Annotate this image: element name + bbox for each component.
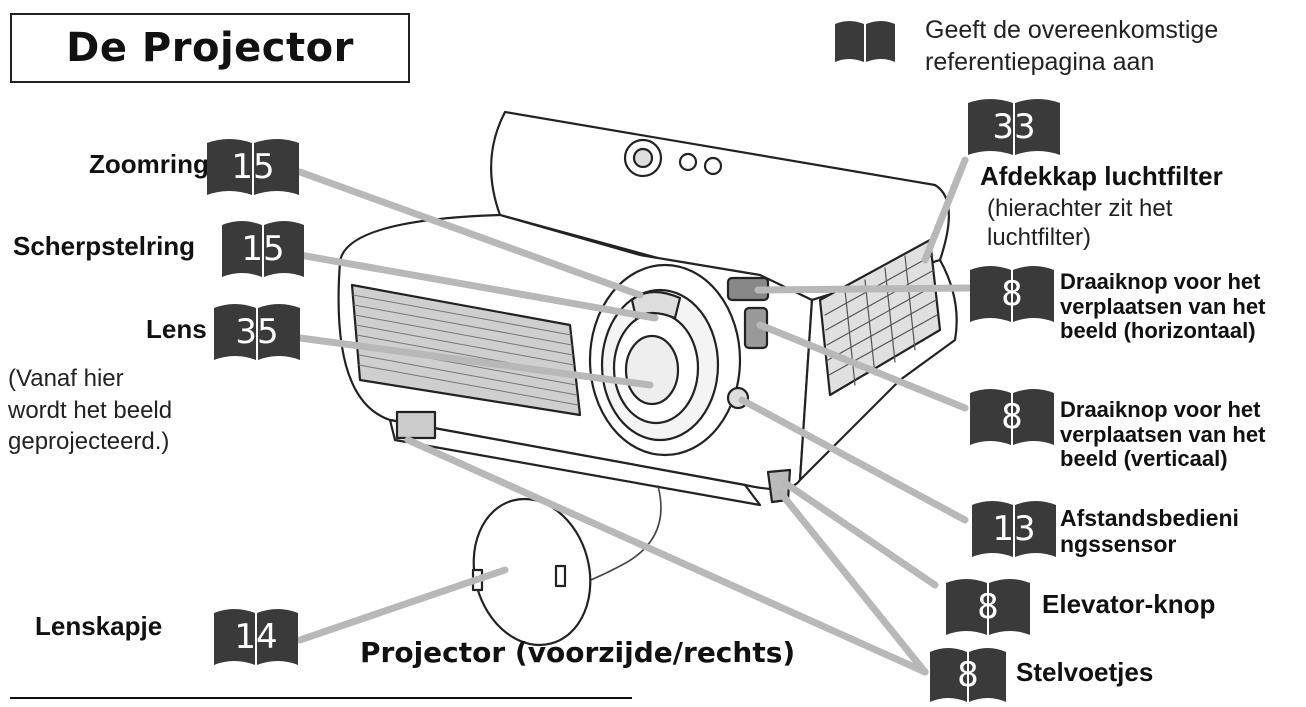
lens-note-line3: geprojecteerd.): [8, 428, 170, 456]
book-icon-lenskapje: 14: [212, 605, 300, 667]
legend-text: Geeft de overeenkomstige referentiepagin…: [925, 14, 1218, 78]
label-draaiknop-horizontaal: Draaiknop voor het verplaatsen van het b…: [1060, 269, 1266, 344]
legend-text-line1: Geeft de overeenkomstige: [925, 16, 1219, 44]
sensor-line2: ngssensor: [1060, 530, 1177, 557]
page-title-text: De Projector: [66, 25, 354, 71]
page-ref-scherpstelring: 15: [241, 229, 285, 269]
label-afstandsbedieningssensor: Afstandsbedieni ngssensor: [1060, 505, 1239, 558]
page-ref-verticaal: 8: [1001, 397, 1023, 437]
book-icon-zoomring: 15: [205, 135, 301, 197]
lens-note-line2: wordt het beeld: [8, 396, 173, 424]
page-ref-sensor: 13: [992, 509, 1036, 549]
label-zoomring: Zoomring: [89, 149, 209, 179]
book-icon-horizontaal: 8: [968, 262, 1056, 324]
book-icon-lens: 35: [212, 300, 302, 362]
horizontaal-line3: beeld (horizontaal): [1060, 318, 1256, 344]
label-draaiknop-verticaal: Draaiknop voor het verplaatsen van het b…: [1060, 397, 1266, 472]
label-afdekkap-luchtfilter: Afdekkap luchtfilter: [980, 161, 1223, 191]
verticaal-line1: Draaiknop voor het: [1060, 397, 1261, 422]
horizontaal-line2: verplaatsen van het: [1060, 293, 1266, 319]
book-icon-scherpstelring: 15: [220, 217, 306, 279]
verticaal-line3: beeld (verticaal): [1060, 446, 1228, 472]
page-ref-lens: 35: [235, 312, 279, 352]
label-lens: Lens: [146, 314, 207, 344]
book-icon-sensor: 13: [970, 497, 1058, 559]
sensor-line1: Afstandsbedieni: [1060, 505, 1239, 531]
luchtfilter-note: (hierachter zit het luchtfilter): [987, 195, 1172, 253]
label-lenskapje: Lenskapje: [35, 611, 163, 641]
label-scherpstelring: Scherpstelring: [13, 231, 196, 261]
lens-note: (Vanaf hier wordt het beeld geprojecteer…: [8, 363, 172, 458]
page-ref-lenskapje: 14: [234, 617, 278, 657]
book-icon-luchtfilter: 33: [966, 95, 1062, 157]
page-ref-elevator: 8: [977, 587, 999, 627]
book-icon-stelvoetjes: 8: [928, 644, 1008, 704]
leader-lines: [296, 156, 974, 676]
diagram-caption: Projector (voorzijde/rechts): [360, 636, 796, 669]
book-icon-elevator: 8: [944, 575, 1032, 637]
page-ref-zoomring: 15: [231, 147, 275, 187]
book-icon-verticaal: 8: [968, 385, 1056, 447]
page-title: De Projector: [10, 13, 410, 83]
page-ref-luchtfilter: 33: [992, 107, 1036, 147]
lens-note-line1: (Vanaf hier: [8, 365, 124, 392]
page-ref-stelvoetjes: 8: [957, 655, 979, 695]
luchtfilter-note-line2: luchtfilter): [987, 223, 1092, 251]
legend-text-line2: referentiepagina aan: [925, 48, 1155, 76]
verticaal-line2: verplaatsen van het: [1060, 421, 1266, 447]
luchtfilter-note-line1: (hierachter zit het: [987, 195, 1173, 222]
label-elevator-knop: Elevator-knop: [1042, 589, 1216, 619]
page-ref-horizontaal: 8: [1001, 274, 1023, 314]
label-stelvoetjes: Stelvoetjes: [1016, 657, 1154, 687]
bottom-rule: [10, 697, 632, 699]
horizontaal-line1: Draaiknop voor het: [1060, 269, 1261, 294]
legend-book-icon: [833, 18, 897, 64]
